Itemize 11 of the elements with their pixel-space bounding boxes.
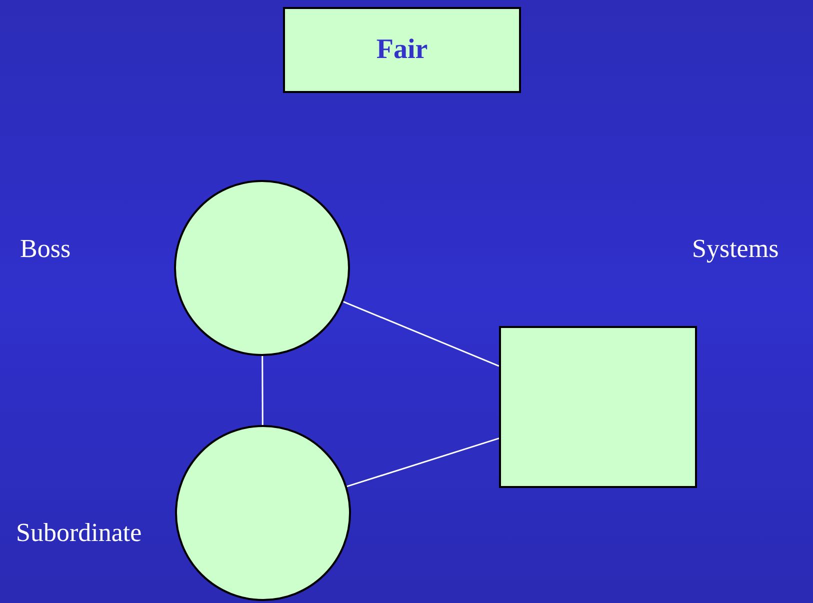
heading-text: Fair (376, 34, 428, 66)
circle-node (174, 180, 350, 356)
label-box (283, 7, 521, 93)
node-caption: Subordinate (16, 518, 142, 548)
square-node (499, 326, 697, 488)
node-caption: Systems (692, 234, 779, 264)
connector-line (343, 300, 500, 367)
role-label: Boss (20, 234, 71, 264)
connector-line (262, 356, 264, 425)
circle-node (175, 425, 351, 601)
connector-line (346, 438, 500, 488)
